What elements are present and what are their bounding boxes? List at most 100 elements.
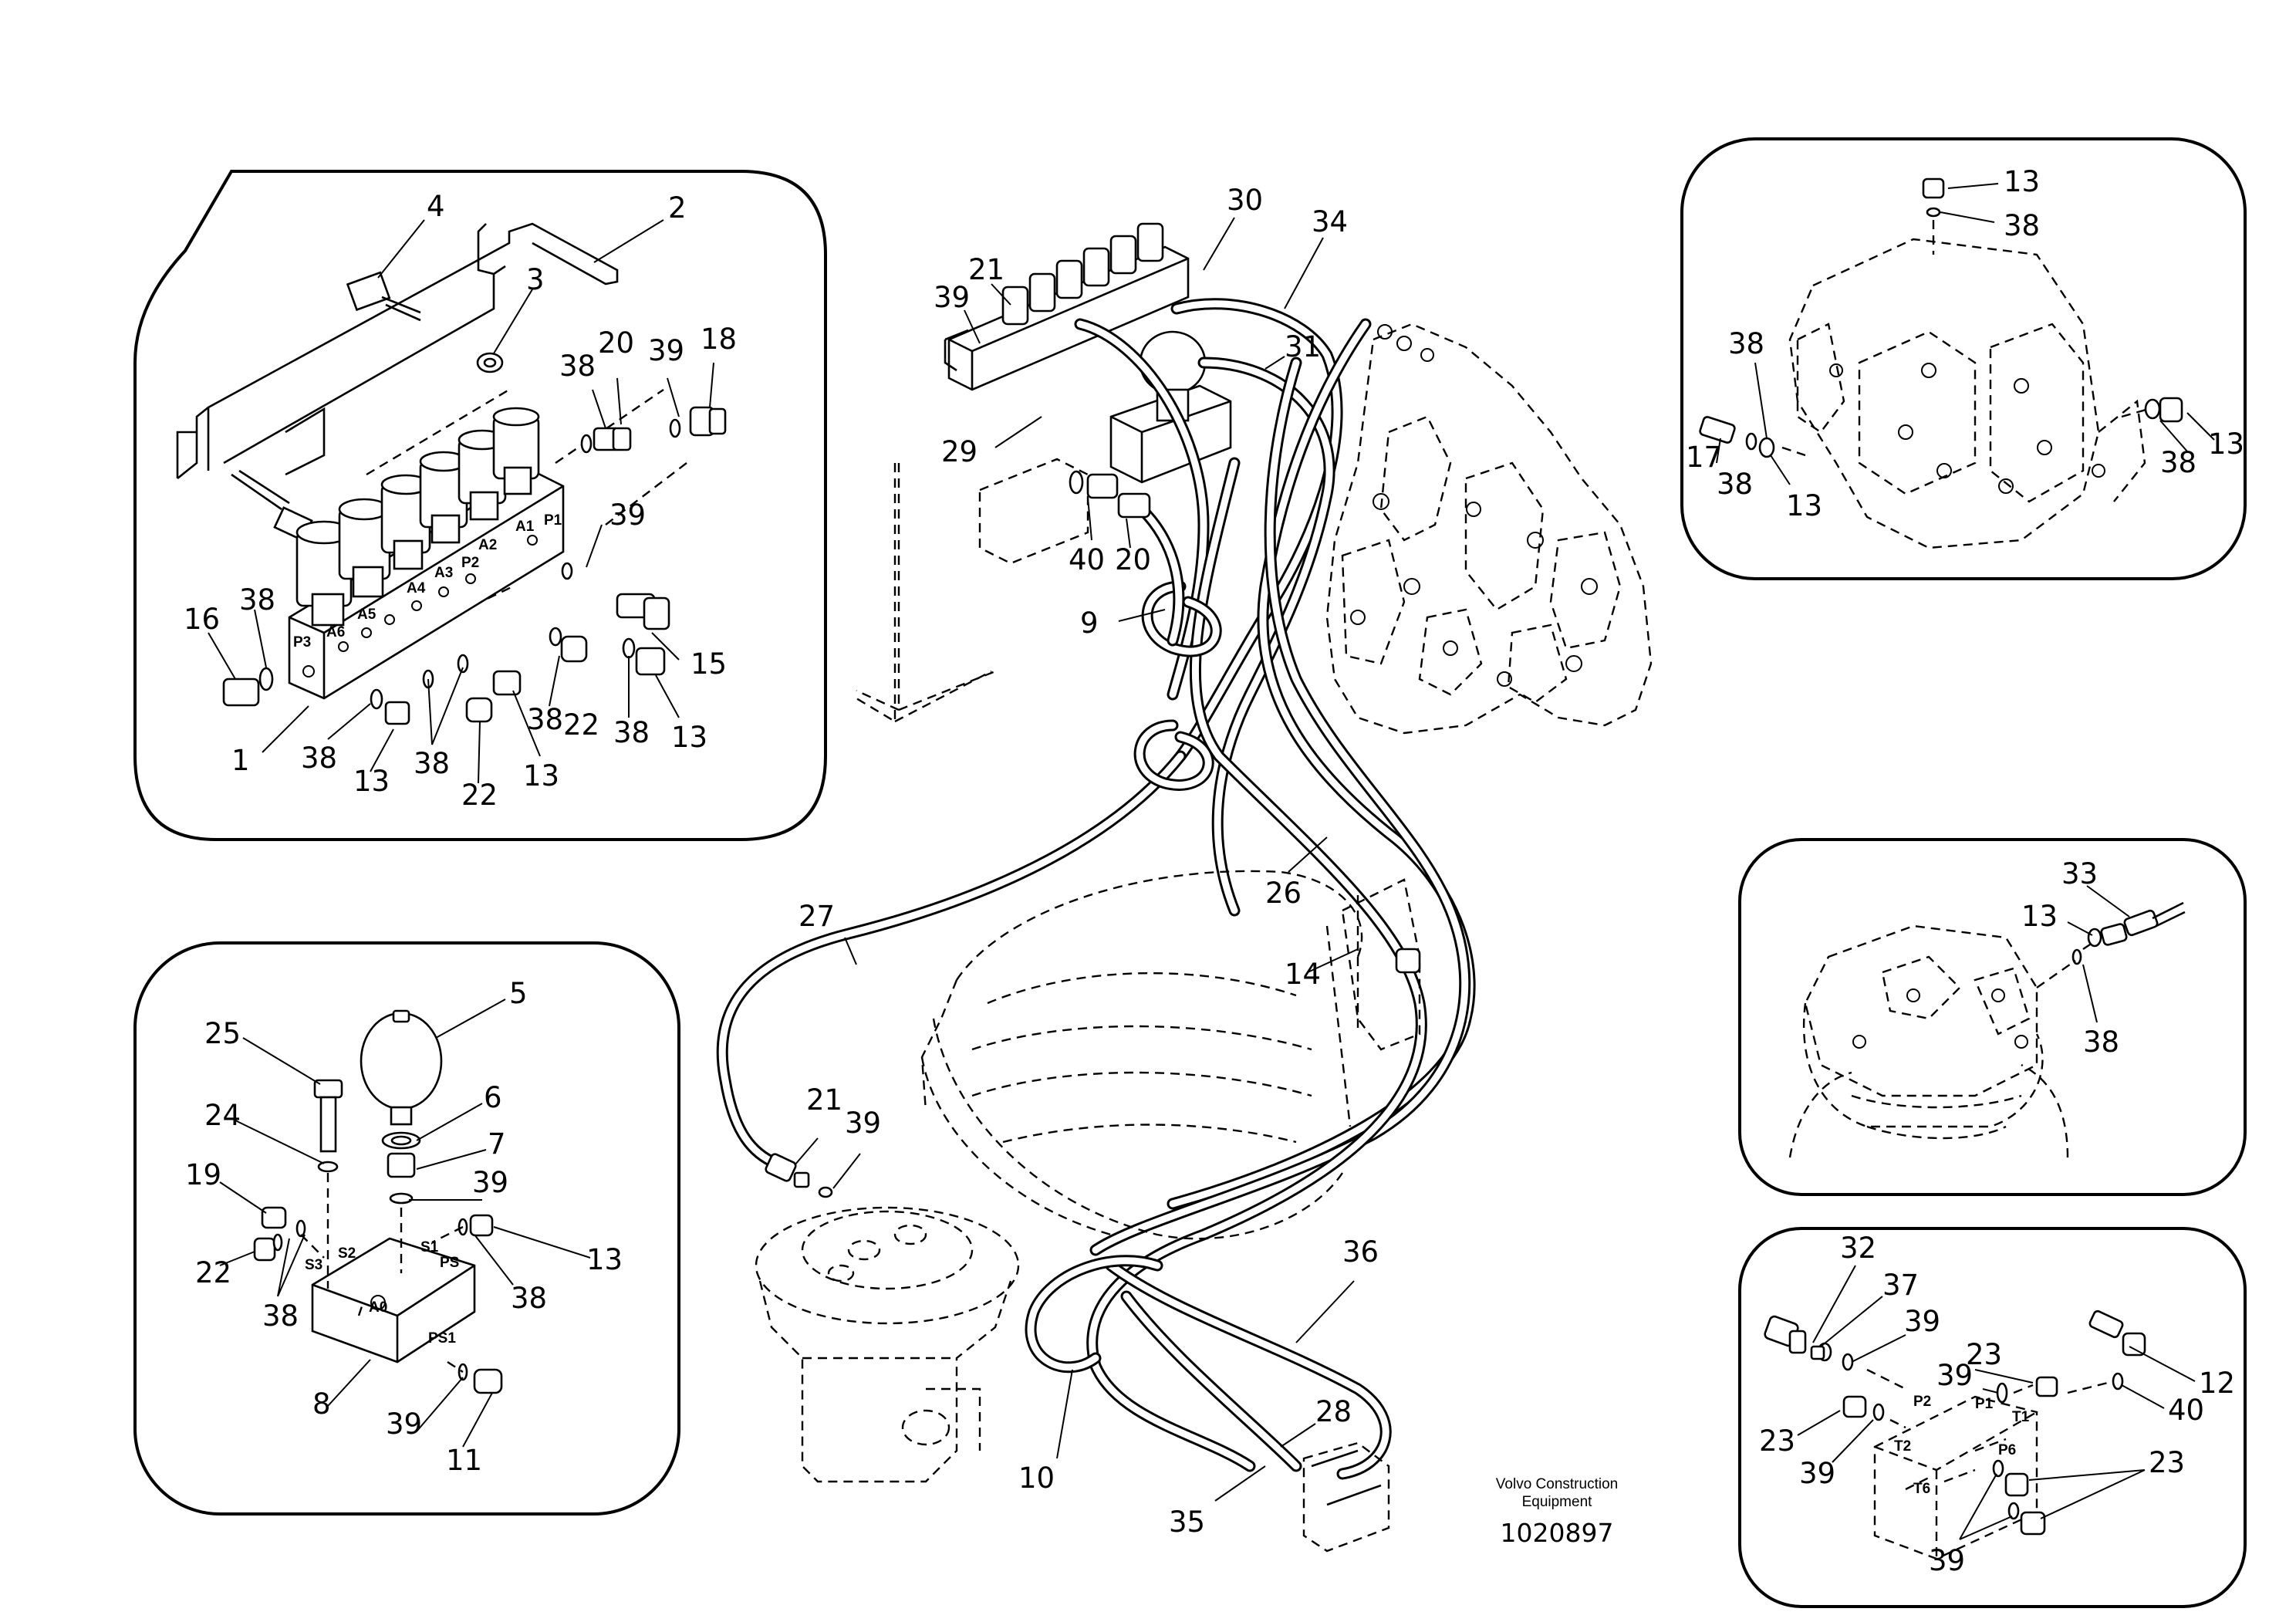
callout-number: 17: [1686, 441, 1722, 474]
callout-number: 24: [204, 1099, 241, 1132]
leader-lines-top-left: [208, 219, 714, 784]
callout-number: 36: [1342, 1235, 1379, 1269]
callout-number: 22: [461, 779, 498, 812]
callout-number: 38: [2004, 209, 2040, 242]
callout-number: 37: [1882, 1269, 1919, 1302]
callout-number: 2: [668, 191, 687, 225]
port-label: P1: [1975, 1396, 1994, 1412]
port-label: PS: [440, 1255, 459, 1271]
panel-frame-bottom-right: [1738, 1227, 2247, 1608]
callout-number: 38: [239, 583, 275, 617]
callout-number: 21: [806, 1083, 842, 1117]
callout-number: 20: [1115, 543, 1151, 576]
rotary-joint-outline: [755, 1206, 1020, 1483]
callout-number: 22: [563, 708, 599, 742]
callout-number: 13: [586, 1243, 623, 1276]
callout-number: 13: [1786, 489, 1822, 522]
port-label: T6: [1913, 1481, 1930, 1497]
callout-number: 13: [353, 765, 390, 798]
callout-number: 13: [2021, 900, 2058, 933]
callout-number: 39: [472, 1166, 508, 1199]
leader-lines-main: [794, 217, 1359, 1502]
panel-frames: [133, 137, 2247, 1608]
callout-number: 39: [1904, 1305, 1940, 1338]
port-label: A3: [434, 565, 453, 581]
callout-number: 39: [648, 334, 684, 367]
port-label: P1: [544, 512, 562, 529]
callout-number: 38: [2083, 1026, 2119, 1059]
callout-number: 19: [185, 1158, 221, 1191]
callout-number: 10: [1018, 1461, 1055, 1495]
callouts-main: 30 34 21 39 31 29 40 20 9 27 26 14 21 39…: [799, 184, 1379, 1539]
panel-frame-mid-right: [1738, 838, 2247, 1196]
accumulator-assembly: S3 S2 S1 PS A0 PS1 5 25 6 24 7 19 39 13 …: [185, 977, 623, 1477]
drawing-number: 1020897: [1501, 1518, 1614, 1548]
callout-number: 18: [701, 323, 737, 356]
callout-number: 6: [484, 1081, 502, 1114]
port-label: S3: [305, 1257, 322, 1273]
port-labels-bottom-left: S3 S2 S1 PS A0 PS1: [305, 1239, 459, 1347]
callout-number: 38: [301, 742, 337, 775]
port-label: P2: [1913, 1394, 1931, 1410]
callout-number: 38: [1728, 327, 1764, 360]
swing-bearing-outline: [920, 870, 1363, 1240]
callout-number: 38: [2160, 446, 2196, 479]
valve-detail-mid-right: 33 13 38: [1788, 857, 2186, 1158]
callout-number: 38: [1717, 468, 1753, 501]
callouts-bottom-left: 5 25 6 24 7 19 39 13 22 38 38 8 39 11: [185, 977, 623, 1477]
accumulator: [360, 1012, 443, 1110]
hose-bundle: [716, 298, 1476, 1480]
callout-number: 39: [845, 1107, 881, 1140]
callout-number: 15: [690, 647, 727, 681]
callout-number: 38: [559, 350, 596, 383]
callout-number: 27: [799, 900, 835, 933]
solenoid-coils: [295, 407, 540, 627]
callout-number: 39: [934, 281, 970, 314]
callout-number: 1: [231, 744, 250, 777]
callout-number: 40: [1069, 543, 1105, 576]
port-label: P2: [461, 555, 479, 571]
port-label: A5: [357, 607, 376, 623]
callout-number: 34: [1312, 205, 1348, 238]
control-valve-outline: [1325, 323, 1653, 735]
port-label: T2: [1894, 1438, 1911, 1455]
callout-number: 7: [488, 1127, 506, 1161]
travel-valve-outline: [1302, 1441, 1390, 1553]
port-labels-top-left: P3 A6 A5 A4 A3 P2 A2 A1 P1: [293, 512, 562, 650]
callout-number: 23: [1759, 1424, 1795, 1458]
company-name-line2: Equipment: [1522, 1494, 1593, 1510]
callout-number: 14: [1285, 958, 1321, 991]
callout-number: 38: [613, 716, 650, 749]
company-name: Volvo Construction: [1496, 1476, 1618, 1492]
callout-number: 38: [262, 1299, 299, 1333]
port-label: T1: [2012, 1409, 2030, 1425]
callout-number: 12: [2199, 1367, 2235, 1400]
callout-number: 13: [671, 721, 707, 754]
port-label: A2: [478, 537, 497, 553]
callout-number: 21: [968, 253, 1004, 286]
port-labels-bottom-right: P2 P1 T1 T2 P6 T6: [1894, 1394, 2030, 1497]
callout-number: 13: [2208, 427, 2244, 461]
callout-number: 39: [386, 1407, 422, 1441]
port-label: A6: [326, 624, 345, 640]
callout-number: 4: [427, 190, 445, 223]
callout-number: 13: [2004, 165, 2040, 198]
callout-number: 39: [1929, 1544, 1965, 1577]
callout-number: 38: [511, 1282, 547, 1315]
callout-number: 39: [1799, 1457, 1835, 1490]
callouts-top-right: 13 38 38 17 38 13 13 38: [1686, 165, 2244, 522]
port-label: S1: [420, 1239, 439, 1255]
port-label: A1: [515, 519, 535, 535]
panel-frame-top-left: [133, 170, 827, 841]
callout-number: 26: [1265, 877, 1302, 910]
callout-number: 3: [526, 263, 545, 296]
callout-number: 20: [598, 326, 634, 360]
main-assembly-view: 30 34 21 39 31 29 40 20 9 27 26 14 21 39…: [716, 184, 1653, 1553]
callout-number: 40: [2168, 1394, 2204, 1427]
callout-number: 35: [1169, 1505, 1205, 1539]
port-label: P6: [1998, 1442, 2016, 1458]
solenoid-valve-assembly: P3 A6 A5 A4 A3 P2 A2 A1 P1 4 2 3 38 20 3…: [176, 190, 737, 812]
callout-number: 8: [312, 1387, 331, 1421]
callouts-mid-right: 33 13 38: [2021, 857, 2119, 1059]
